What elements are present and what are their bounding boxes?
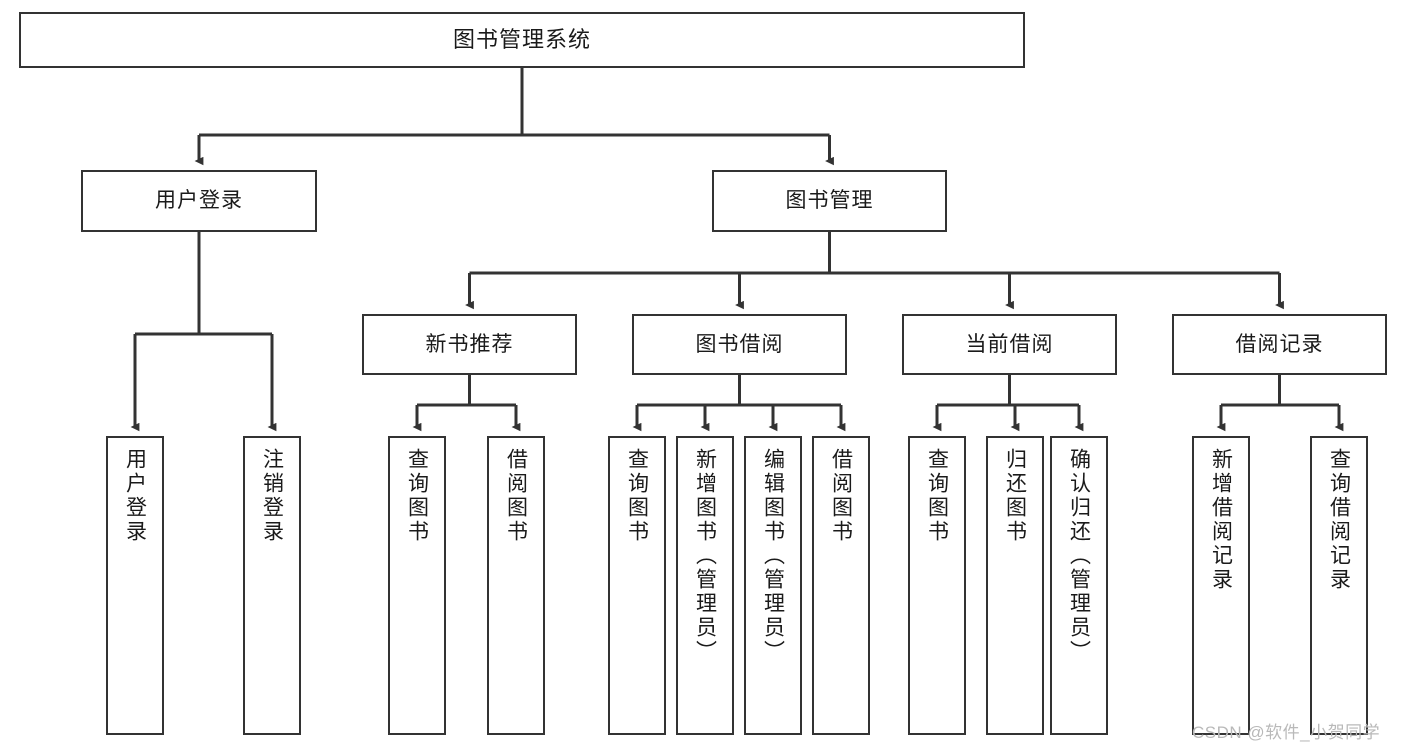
node-label: 图书借阅 <box>695 332 784 356</box>
node-label: 借阅记录 <box>1235 332 1324 356</box>
node-new-book-rec[interactable]: 新书推荐 <box>362 314 577 375</box>
node-leaf-bb-borrow[interactable]: 借阅图书 <box>812 436 870 735</box>
node-label: 查询图书 <box>625 448 649 544</box>
node-leaf-rec-borrow[interactable]: 借阅图书 <box>487 436 545 735</box>
csdn-watermark: CSDN @软件_小贺同学 <box>1192 723 1381 742</box>
node-label: 用户登录 <box>155 189 243 213</box>
node-leaf-bb-edit[interactable]: 编辑图书（管理员） <box>744 436 802 735</box>
node-leaf-cb-query[interactable]: 查询图书 <box>908 436 966 735</box>
node-leaf-user-logout[interactable]: 注销登录 <box>243 436 301 735</box>
node-leaf-rec-query[interactable]: 查询图书 <box>388 436 446 735</box>
node-current-borrow[interactable]: 当前借阅 <box>902 314 1117 375</box>
node-leaf-bb-add[interactable]: 新增图书（管理员） <box>676 436 734 735</box>
node-book-manage[interactable]: 图书管理 <box>712 170 947 232</box>
node-leaf-cb-return[interactable]: 归还图书 <box>986 436 1044 735</box>
node-label: 当前借阅 <box>965 332 1054 356</box>
node-leaf-br-add[interactable]: 新增借阅记录 <box>1192 436 1250 735</box>
node-root[interactable]: 图书管理系统 <box>19 12 1025 68</box>
node-book-borrow[interactable]: 图书借阅 <box>632 314 847 375</box>
node-label: 图书管理系统 <box>452 26 591 52</box>
node-label: 编辑图书（管理员） <box>761 448 785 664</box>
node-label: 借阅图书 <box>504 448 528 544</box>
node-label: 确认归还（管理员） <box>1067 448 1091 664</box>
node-label: 借阅图书 <box>829 448 853 544</box>
node-label: 用户登录 <box>123 448 147 544</box>
node-label: 查询图书 <box>925 448 949 544</box>
node-borrow-record[interactable]: 借阅记录 <box>1172 314 1387 375</box>
node-label: 新书推荐 <box>425 332 514 356</box>
node-user-login[interactable]: 用户登录 <box>81 170 317 232</box>
node-label: 新增借阅记录 <box>1209 448 1233 592</box>
node-label: 查询图书 <box>405 448 429 544</box>
node-label: 注销登录 <box>260 448 284 544</box>
node-label: 图书管理 <box>785 189 874 213</box>
node-label: 查询借阅记录 <box>1327 448 1351 592</box>
node-leaf-user-login[interactable]: 用户登录 <box>106 436 164 735</box>
node-leaf-bb-query[interactable]: 查询图书 <box>608 436 666 735</box>
node-label: 新增图书（管理员） <box>693 448 717 664</box>
node-leaf-br-query[interactable]: 查询借阅记录 <box>1310 436 1368 735</box>
node-leaf-cb-confirm[interactable]: 确认归还（管理员） <box>1050 436 1108 735</box>
node-label: 归还图书 <box>1003 448 1027 544</box>
